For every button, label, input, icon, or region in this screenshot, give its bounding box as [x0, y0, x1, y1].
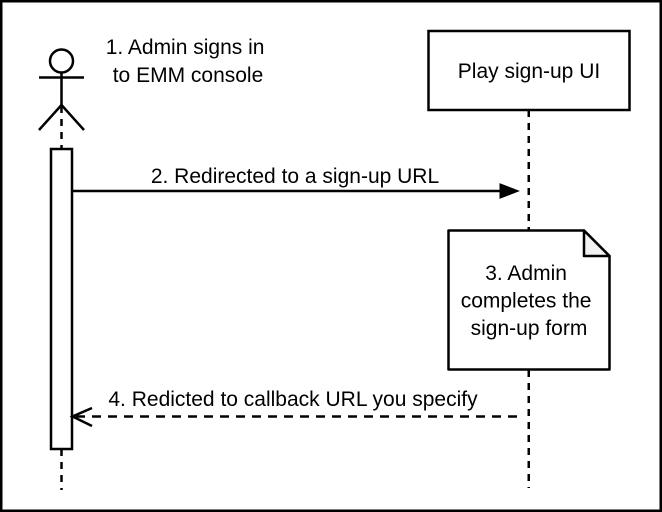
- actor-activation-bar: [49, 147, 74, 451]
- message-callback-arrowhead-icon: [69, 406, 93, 428]
- message-redirect: 2. Redirected to a sign-up URL: [72, 165, 520, 199]
- actor-figure: [38, 48, 85, 131]
- actor-head: [48, 48, 75, 74]
- note-shape: 3. Admin completes the sign-up form: [447, 229, 611, 371]
- participant-label: Play sign-up UI: [458, 60, 600, 83]
- actor-leg-right: [60, 104, 85, 131]
- actor-label: 1. Admin signs in to EMM console: [106, 36, 271, 87]
- message-redirect-label: 2. Redirected to a sign-up URL: [151, 165, 439, 188]
- note-fold-icon: [582, 229, 611, 258]
- message-callback: 4. Redicted to callback URL you specify: [69, 388, 520, 428]
- participant-box: [427, 29, 631, 112]
- note-body: [447, 229, 611, 371]
- message-redirect-arrowhead-icon: [499, 183, 520, 199]
- note-label: 3. Admin completes the sign-up form: [461, 262, 598, 340]
- actor-leg-left: [38, 104, 63, 131]
- message-callback-label: 4. Redicted to callback URL you specify: [108, 388, 478, 411]
